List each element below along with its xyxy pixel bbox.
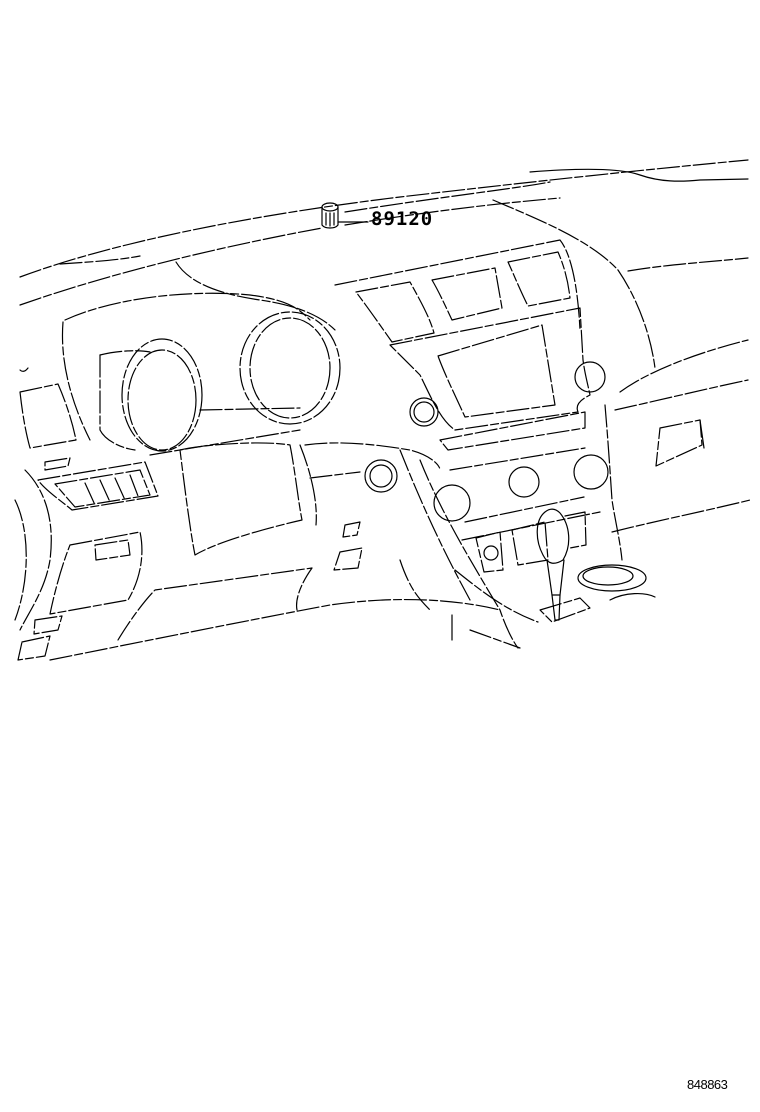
center-console [399,404,623,649]
steering-column-cover [179,442,317,556]
dashboard-top-edges [19,159,749,306]
gear-shifter [536,508,591,623]
control-knobs [364,361,609,522]
illustration-number: 848863 [687,1077,728,1092]
dash-lower-edge [19,367,441,479]
dash-right-contour [492,199,751,533]
instrument-gauges [99,311,341,456]
climate-control-panel [449,447,601,573]
sensor-icon[interactable] [321,202,369,229]
cup-holders [577,564,656,601]
center-stack-vents [334,239,581,343]
right-air-vent [655,419,705,467]
instrument-cluster-hood [61,261,336,441]
part-number-callout[interactable]: 89120 [371,208,434,230]
center-display-screen [389,307,591,451]
left-vents [14,383,159,631]
lower-dash-panels [17,521,501,661]
